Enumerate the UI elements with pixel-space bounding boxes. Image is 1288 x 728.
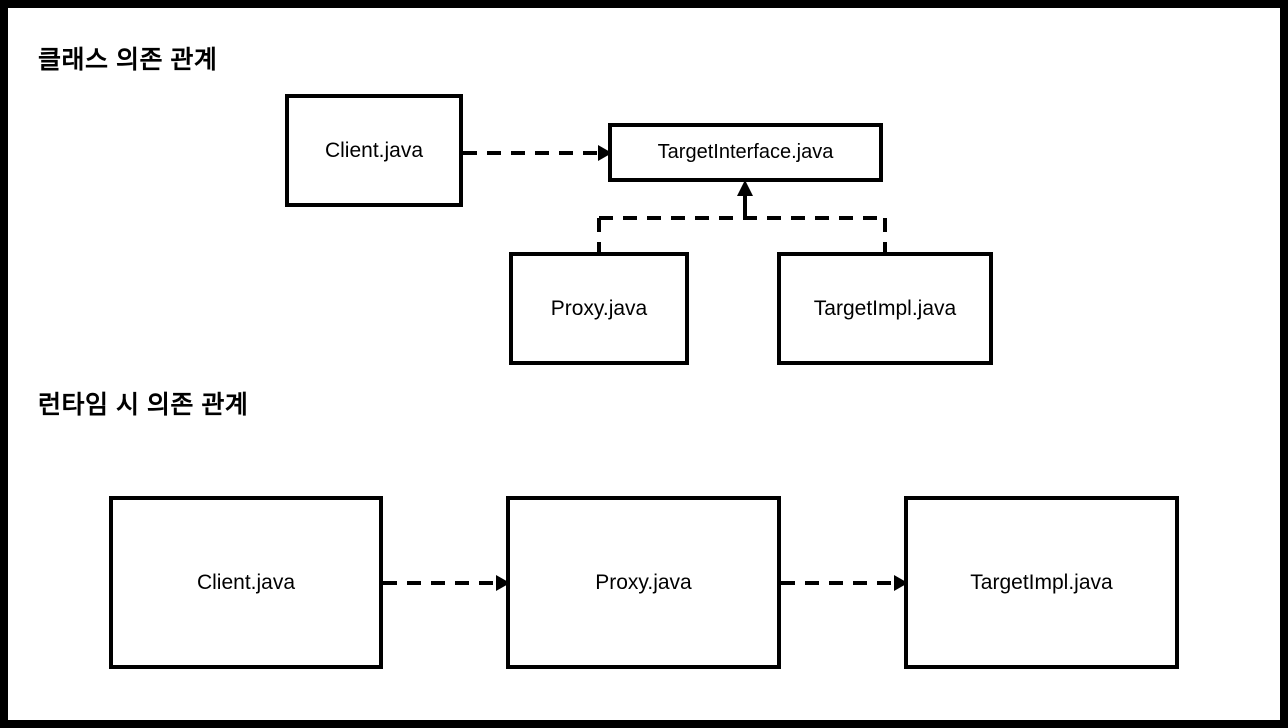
node-label: Client.java <box>196 570 296 594</box>
node-targetimpl-java-runtime[interactable]: TargetImpl.java <box>904 496 1179 669</box>
node-client-java-class[interactable]: Client.java <box>285 94 463 207</box>
section-heading-class-dependencies: 클래스 의존 관계 <box>38 46 218 74</box>
node-label: Proxy.java <box>595 570 692 594</box>
node-label: Proxy.java <box>550 296 648 320</box>
edge-proxy-to-targetimpl-runtime <box>781 575 908 591</box>
node-proxy-java-class[interactable]: Proxy.java <box>509 252 689 365</box>
node-targetinterface-java[interactable]: TargetInterface.java <box>608 123 883 182</box>
node-client-java-runtime[interactable]: Client.java <box>109 496 383 669</box>
node-label: TargetInterface.java <box>657 141 834 163</box>
edge-client-to-targetinterface <box>463 145 612 161</box>
edge-client-to-proxy-runtime <box>383 575 510 591</box>
node-label: TargetImpl.java <box>813 296 957 320</box>
node-label: TargetImpl.java <box>970 570 1113 594</box>
edge-realization-bus <box>597 180 887 254</box>
node-proxy-java-runtime[interactable]: Proxy.java <box>506 496 781 669</box>
node-targetimpl-java-class[interactable]: TargetImpl.java <box>777 252 993 365</box>
section-heading-runtime-dependencies: 런타임 시 의존 관계 <box>38 391 249 419</box>
node-label: Client.java <box>324 138 424 162</box>
